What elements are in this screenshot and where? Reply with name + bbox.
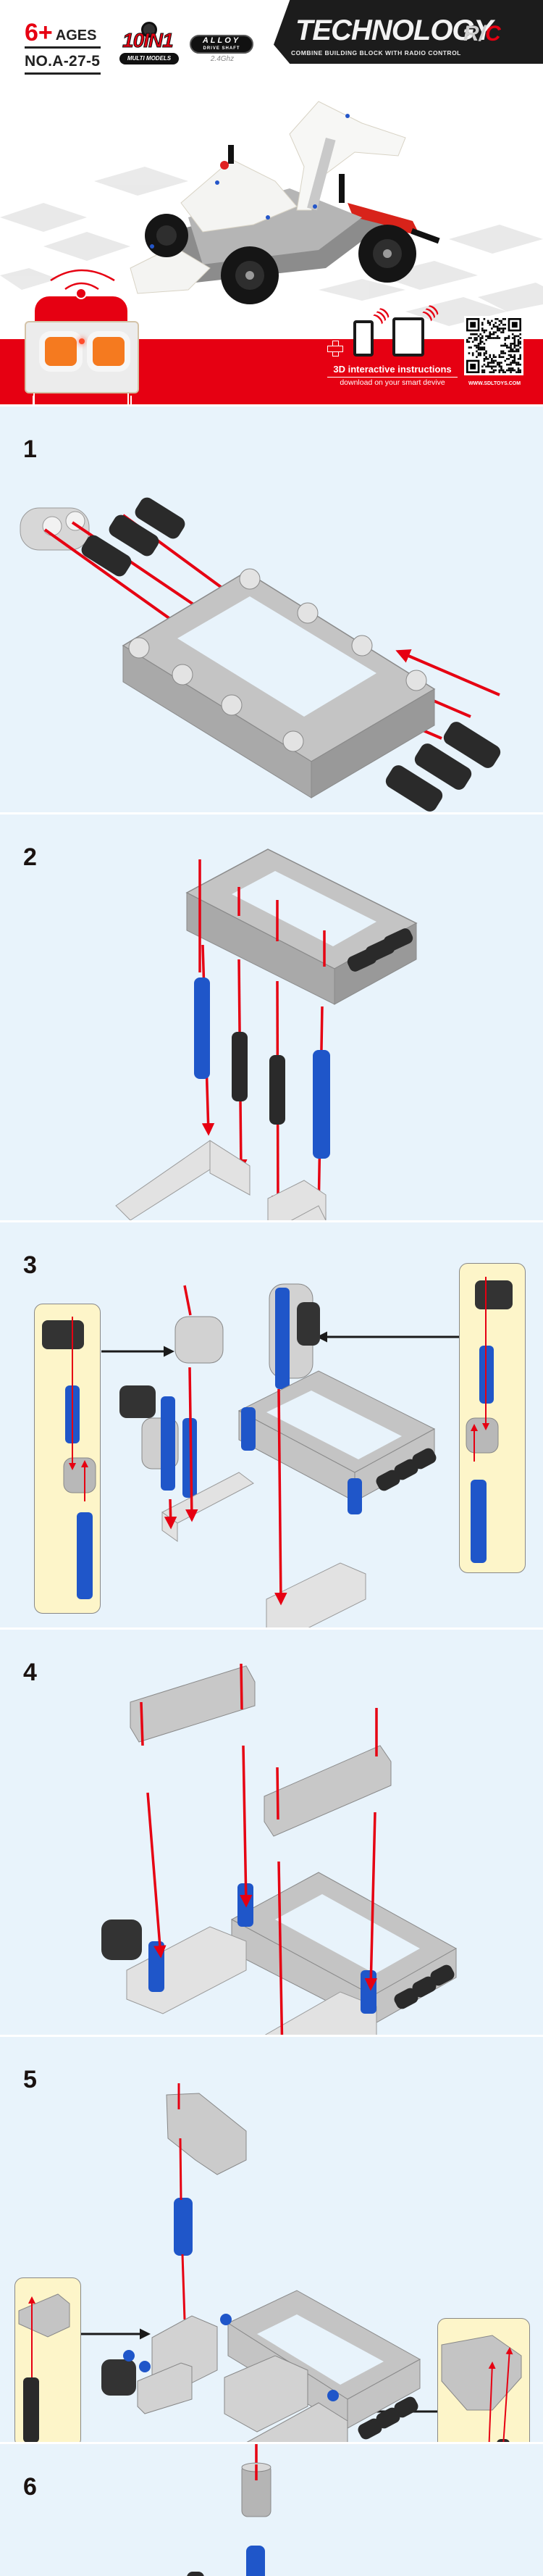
gray-connector (174, 1316, 224, 1364)
badge-alloy-sub: DRIVE SHAFT (203, 46, 240, 51)
step-4-panel: 4 (0, 1627, 543, 2039)
remote-controller (25, 257, 140, 404)
l-beam-parts (115, 1140, 327, 1224)
frame-part (122, 568, 436, 799)
frequency-label: 2.4Ghz (210, 55, 235, 63)
step-number: 1 (23, 435, 37, 463)
step-5-diagram (18, 2083, 522, 2446)
brand-banner: TECHNOLOGY R/C COMBINE BUILDING BLOCK WI… (274, 0, 543, 64)
straight-beam-parts (130, 1665, 392, 1837)
plus-icon (327, 341, 343, 357)
l-beam-part (166, 2093, 247, 2175)
model-number: NO.A-27-5 (25, 49, 101, 75)
wheel-front-right (221, 246, 279, 304)
remote-control-pad (25, 321, 139, 393)
remote-antenna-dot (75, 288, 87, 299)
blue-pin (77, 1512, 93, 1599)
guide-arrow (239, 1745, 253, 1908)
blue-pin (361, 1970, 376, 2014)
blue-pin (194, 978, 210, 1079)
badge-models-sub: MULTI MODELS (119, 53, 179, 64)
step-1-diagram (20, 497, 501, 812)
blue-pin (313, 1050, 330, 1159)
guide-arrow (164, 1499, 177, 1530)
brand-c: C (485, 22, 501, 46)
badge-models-main: 10IN1 (122, 29, 174, 52)
blue-pin (471, 1480, 487, 1563)
badge-alloy-main: ALLOY (202, 36, 241, 45)
black-connector (101, 1920, 142, 1960)
smartphone-icon (353, 320, 374, 357)
wheel-rear-right (358, 225, 416, 283)
age-number: 6+ (25, 19, 53, 46)
guide-arrow (277, 1861, 284, 2039)
frame-part (185, 849, 418, 1005)
step-3-diagram (42, 1277, 513, 1632)
promo-subtitle: download on your smart devive (340, 378, 445, 387)
step-6-panel: 6 (0, 2442, 543, 2576)
brand-title: TECHNOLOGY (295, 14, 493, 46)
guide-arrow (364, 1812, 378, 1991)
promo-title: 3D interactive instructions (327, 364, 458, 378)
right-joystick (93, 337, 125, 366)
step-number: 2 (23, 843, 37, 871)
blue-pin (275, 1288, 290, 1389)
step-1-panel: 1 (0, 404, 543, 814)
qr-code-icon[interactable] (464, 316, 523, 375)
status-led (79, 338, 85, 344)
multi-models-badge: 10IN1 MULTI MODELS (119, 22, 179, 65)
brand-r: R/ (463, 22, 485, 46)
black-connector (42, 1320, 84, 1349)
step-4-diagram (101, 1663, 458, 2039)
guide-arrow (395, 649, 500, 696)
blue-pin (161, 1396, 175, 1491)
qr-block: WWW.SDLTOYS.COM (461, 316, 528, 386)
blue-pin (246, 2546, 265, 2576)
black-connector (297, 1302, 320, 1346)
guide-arrow (185, 1367, 198, 1522)
gray-connector (63, 1457, 96, 1493)
step-2-panel: 2 (0, 812, 543, 1224)
black-connector (475, 1280, 513, 1309)
alloy-drive-shaft-badge: ALLOY DRIVE SHAFT 2.4Ghz (190, 35, 255, 64)
header-divider (0, 396, 543, 404)
website-url[interactable]: WWW.SDLTOYS.COM (468, 381, 521, 386)
step-6-diagram (187, 2444, 272, 2576)
left-joystick (45, 337, 77, 366)
remote-signal-icon (50, 269, 115, 291)
step-number: 3 (23, 1251, 37, 1279)
wheel-front-left (145, 214, 188, 257)
step-number: 4 (23, 1659, 37, 1686)
age-label: AGES (55, 28, 97, 43)
blue-pin (174, 2198, 193, 2256)
step-3-panel: 3 (0, 1220, 543, 1632)
wheel-icon (141, 22, 157, 38)
blue-pin (148, 1941, 164, 1992)
blue-pin (182, 1418, 197, 1498)
brand-rc-suffix: R/C (463, 22, 501, 46)
box-art-header: 6+ AGES NO.A-27-5 10IN1 MULTI MODELS ALL… (0, 0, 543, 404)
guide-arrow (274, 1388, 287, 1606)
step-5-panel: 5 (0, 2035, 543, 2503)
guide-arrow (146, 1792, 167, 1959)
black-pins (81, 497, 501, 812)
step-2-diagram (115, 849, 418, 1224)
brand-subtitle: COMBINE BUILDING BLOCK WITH RADIO CONTRO… (291, 49, 461, 57)
step-number: 5 (23, 2066, 37, 2093)
rc-car-image (130, 101, 440, 304)
black-pin (269, 1055, 285, 1125)
tablet-icon (392, 317, 424, 357)
connector-part (20, 507, 90, 551)
step-number: 6 (23, 2473, 37, 2501)
age-and-model-block: 6+ AGES NO.A-27-5 (25, 19, 101, 75)
gray-connector (466, 1417, 499, 1454)
black-pin (232, 1032, 248, 1101)
sub-assembly-callout-right (459, 1263, 526, 1573)
